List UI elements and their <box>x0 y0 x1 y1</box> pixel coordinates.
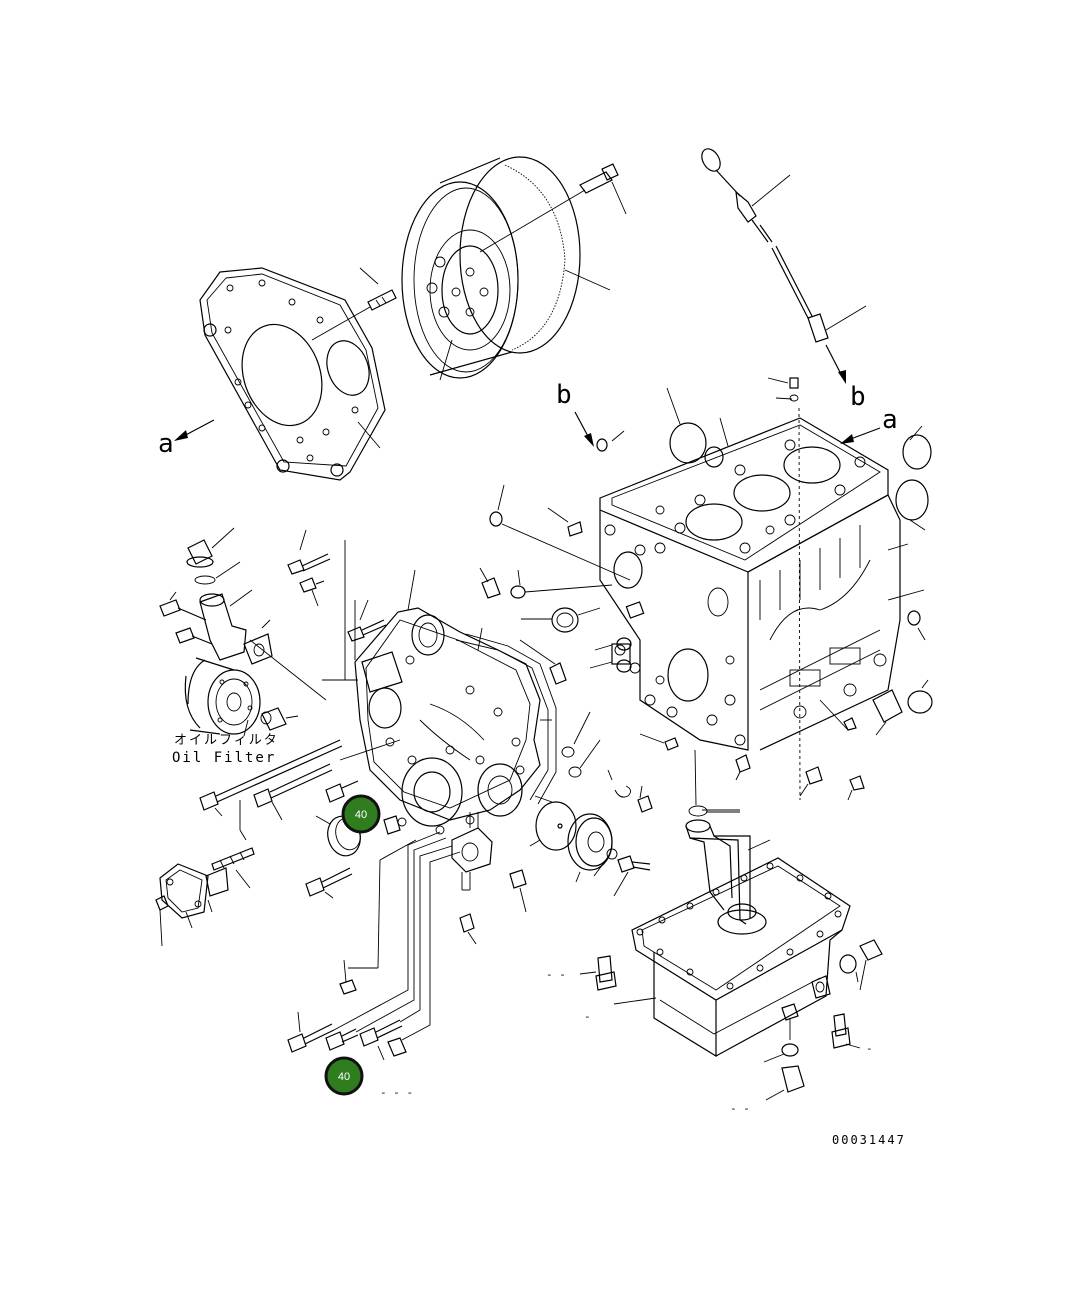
oil-filter-label-jp: オイルフィルタ <box>174 733 279 748</box>
oil-filter-label-en: Oil Filter <box>172 750 276 766</box>
front-cover-seal <box>529 801 651 897</box>
letter-b-left: b <box>556 380 572 410</box>
oil-filler-neck <box>159 589 327 701</box>
cylinder-block <box>599 417 925 751</box>
svg-text:-: - <box>584 1010 591 1023</box>
oil-pan-hardware: - - - - - - <box>546 809 883 1115</box>
cover-plate <box>155 863 229 947</box>
small-pins <box>561 711 653 813</box>
gear-case-bolts-left <box>199 739 401 841</box>
callout-40-lower[interactable]: 40 <box>324 1056 364 1096</box>
letter-b-right: b <box>850 382 866 412</box>
oil-filter <box>184 657 299 737</box>
svg-text:40: 40 <box>338 1071 350 1083</box>
gear-case-lower-fittings <box>459 869 527 945</box>
arrow-a-right <box>840 427 881 444</box>
arrow-b-left <box>574 411 594 447</box>
gear-case-leaders <box>322 540 552 721</box>
svg-text:- - -: - - - <box>380 1086 413 1099</box>
callout-40-upper[interactable]: 40 <box>341 794 381 834</box>
flywheel-bolt-left <box>311 267 397 341</box>
stud-bolt <box>211 847 255 889</box>
svg-text:- -: - - <box>546 968 566 981</box>
letter-a-right: a <box>882 405 898 435</box>
gasket-small <box>243 619 273 665</box>
letter-a-left: a <box>158 429 174 459</box>
leader-bundle <box>333 831 461 1041</box>
flywheel <box>401 156 611 381</box>
gear-case <box>354 607 557 891</box>
crank-seals <box>479 567 679 751</box>
gear-case-bolts-top <box>287 529 387 642</box>
oil-pan <box>613 857 851 1058</box>
dipstick <box>701 148 867 384</box>
crank-gear-cover <box>534 795 563 829</box>
block-side-fittings <box>694 407 933 806</box>
gear-case-bolts-lower <box>287 867 407 1061</box>
svg-text:-: - <box>866 1042 873 1055</box>
svg-text:- -: - - <box>730 1102 750 1115</box>
oil-filler-cap <box>186 527 241 585</box>
oil-strainer <box>685 805 771 925</box>
svg-text:40: 40 <box>355 809 367 821</box>
arrow-a-left <box>174 419 215 441</box>
drawing-number: 00031447 <box>832 1133 906 1147</box>
block-caps <box>489 377 932 581</box>
flywheel-bolt-top <box>479 163 627 253</box>
flywheel-housing-plate <box>199 267 386 481</box>
